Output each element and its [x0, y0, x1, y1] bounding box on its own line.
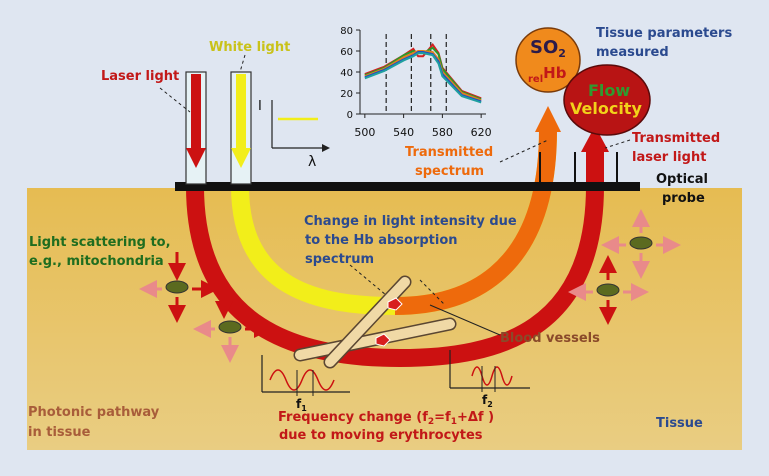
tissue-params-label-1: Tissue parameters — [596, 26, 732, 41]
optical-probe-label-1: Optical — [656, 172, 708, 187]
photonic-label-2: in tissue — [28, 425, 91, 440]
spectrum-leader — [499, 139, 549, 163]
scatter-site-1 — [139, 252, 219, 323]
frequency-change-label-1: Frequency change (f2=f1+Δf ) — [278, 410, 494, 427]
inset-i-label: I — [258, 99, 262, 114]
frequency-inset-2 — [449, 350, 530, 392]
erythrocyte-1 — [387, 297, 403, 311]
transmitted-laser-leader — [604, 139, 631, 149]
scatter-site-2 — [193, 278, 272, 363]
change-intensity-label-3: spectrum — [305, 252, 374, 267]
tissue-label: Tissue — [656, 416, 703, 431]
scatter-site-3 — [601, 209, 681, 279]
tissue-region — [27, 188, 742, 450]
flow-velocity-badge — [563, 64, 651, 136]
velocity-text: Velocity — [570, 99, 642, 118]
flow-text: Flow — [588, 81, 630, 100]
inset-lambda-label: λ — [308, 154, 316, 170]
spectrum-series-line — [364, 50, 482, 102]
spectrum-x-tick-label: 540 — [393, 126, 414, 139]
spectrum-x-tick-label: 620 — [471, 126, 492, 139]
so2-text: SO2 — [530, 37, 566, 60]
blood-vessel-1 — [293, 317, 457, 362]
tissue-params-label-2: measured — [596, 45, 669, 60]
transmitted-laser-label-1: Transmitted — [632, 131, 720, 146]
spectrum-y-tick-label: 80 — [340, 26, 353, 37]
transmitted-spectrum-label-1: Transmitted — [405, 145, 493, 160]
transmitted-spectrum-label-2: spectrum — [415, 164, 484, 179]
laser-beam-arrow — [186, 148, 206, 168]
photonic-label-1: Photonic pathway — [28, 405, 160, 420]
optical-probe-label-2: probe — [662, 191, 705, 206]
spectrum-y-tick-label: 20 — [340, 89, 353, 100]
frequency-change-label-2: due to moving erythrocytes — [279, 428, 483, 443]
transmitted-laser-label-2: laser light — [632, 150, 706, 165]
spectrum-series-line — [364, 52, 482, 104]
blood-vessels-label: Blood vessels — [500, 331, 600, 346]
erythrocyte-2 — [375, 333, 391, 347]
f2-label: f2 — [482, 393, 493, 409]
scattering-label-2: e.g., mitochondria — [29, 254, 164, 269]
so2-badge — [515, 27, 581, 93]
spectrum-out-arrow — [535, 106, 561, 132]
spectrum-y-tick-label: 60 — [340, 47, 353, 58]
white-light-label: White light — [209, 40, 290, 55]
spectrum-x-tick-label: 580 — [432, 126, 453, 139]
spectrum-y-tick-label: 40 — [340, 68, 353, 79]
white-light-intensity-inset — [271, 100, 330, 152]
scattering-label-1: Light scattering to, — [29, 235, 171, 250]
absorption-spectrum-chart: 500 540 580 620 0 20 40 60 80 — [340, 26, 491, 139]
change-intensity-label-2: to the Hb absorption — [305, 233, 458, 248]
laser-label-leader — [159, 87, 191, 113]
vessel-leader — [429, 304, 501, 336]
white-label-leader — [239, 54, 246, 73]
f1-label: f1 — [296, 397, 307, 413]
transmitted-laser-arrow — [581, 126, 609, 152]
spectrum-x-tick-label: 500 — [354, 126, 375, 139]
optical-probe-bar — [175, 182, 640, 191]
spectrum-y-tick-label: 0 — [347, 110, 353, 121]
frequency-inset-1 — [261, 355, 350, 396]
white-beam-arrow — [231, 148, 251, 168]
laser-light-label: Laser light — [101, 69, 179, 84]
change-intensity-label-1: Change in light intensity due — [304, 214, 517, 229]
scatter-site-4 — [568, 255, 649, 325]
relhb-text: relHb — [528, 64, 567, 85]
blood-vessel-2 — [323, 275, 412, 369]
